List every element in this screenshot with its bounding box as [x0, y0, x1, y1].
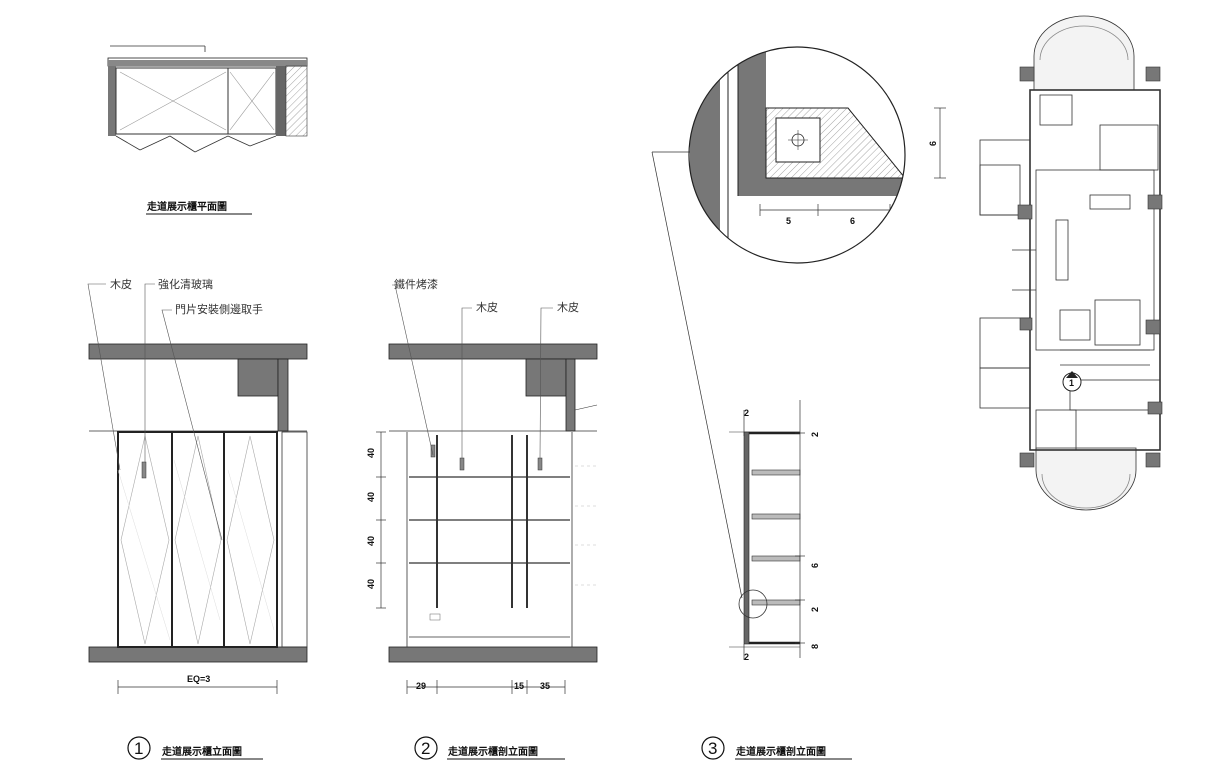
floor-plan-columns	[1017, 66, 1163, 468]
elev2-vdim-4: 40	[366, 579, 376, 589]
elev1-label-veneer: 木皮	[110, 278, 132, 291]
title-1-number: 1	[134, 739, 143, 758]
elevation-1-drawing	[87, 283, 308, 694]
elev1-dim-width: EQ=3	[187, 674, 210, 684]
elev2-vdim-1: 40	[366, 448, 376, 458]
elev2-vdim-2: 40	[366, 492, 376, 502]
elev1-label-glass: 強化清玻璃	[158, 277, 213, 291]
title-2-number: 2	[421, 739, 430, 758]
elev1-label-handle: 門片安裝側邊取手	[175, 302, 263, 316]
detail-dim-left: 5	[786, 216, 791, 226]
title-1: 走道展示櫃立面圖	[161, 745, 242, 758]
title-3: 走道展示櫃剖立面圖	[735, 745, 826, 758]
floor-plan-drawing	[979, 15, 1161, 511]
detail-callout	[688, 46, 946, 264]
elev2-bdim-2: 15	[514, 681, 524, 691]
plan-view-drawing	[107, 45, 308, 153]
title-3-circle	[701, 736, 725, 760]
elev2-label-veneer-2: 木皮	[557, 301, 579, 314]
title-2: 走道展示櫃剖立面圖	[447, 745, 538, 758]
elev2-label-steel: 鐵件烤漆	[394, 277, 438, 291]
title-1-circle	[127, 736, 151, 760]
elev2-vdim-3: 40	[366, 536, 376, 546]
detail-dim-height: 6	[928, 141, 938, 146]
title-2-circle	[414, 736, 438, 760]
elevation-2-drawing	[376, 284, 598, 694]
sec3-right-dim-2: 6	[810, 563, 820, 568]
sec3-bottom-dim: 2	[744, 652, 749, 662]
section-3-drawing	[729, 400, 805, 660]
sec3-right-dim-3: 2	[810, 607, 820, 612]
plan-view-title: 走道展示櫃平面圖	[146, 200, 227, 213]
section-marker-arrow	[1066, 371, 1078, 378]
elev2-bdim-3: 35	[540, 681, 550, 691]
title-3-number: 3	[708, 739, 717, 758]
sec3-right-dim-1: 2	[810, 432, 820, 437]
sec3-top-dim: 2	[744, 408, 749, 418]
sec3-right-dim-4: 8	[810, 644, 820, 649]
elev2-bdim-1: 29	[416, 681, 426, 691]
elev2-label-veneer-1: 木皮	[476, 301, 498, 314]
detail-dim-right: 6	[850, 216, 855, 226]
floor-plan-marker: 1	[1069, 378, 1074, 388]
